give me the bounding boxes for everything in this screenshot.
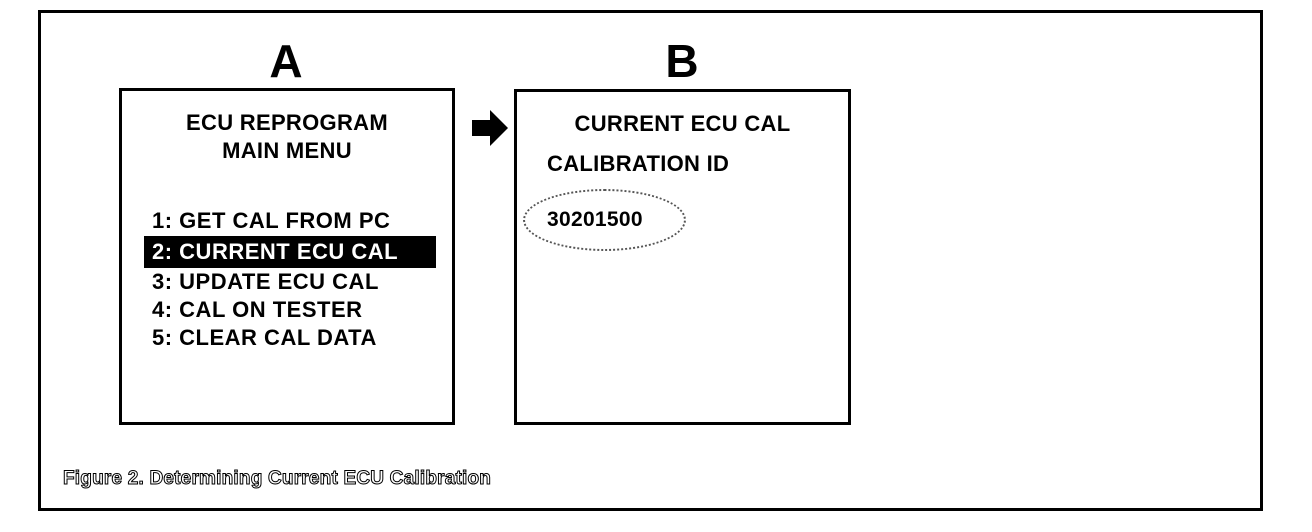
screen-b-title: CURRENT ECU CAL [574,111,791,136]
panel-a-letter: A [269,35,303,87]
right-arrow-icon [472,110,508,146]
screen-a-title-line1: ECU REPROGRAM [186,110,388,135]
menu-item-update-ecu-cal[interactable]: 3: UPDATE ECU CAL [152,269,379,294]
screen-a-title-line2: MAIN MENU [222,138,352,163]
highlight-oval [523,189,686,251]
figure-frame [38,10,1263,511]
main-menu-list: 1: GET CAL FROM PC 2: CURRENT ECU CAL 3:… [144,207,436,352]
panel-b-letter: B [665,35,699,87]
figure-caption: Figure 2. Determining Current ECU Calibr… [62,468,492,490]
menu-item-current-ecu-cal[interactable]: 2: CURRENT ECU CAL [144,236,436,268]
screen-a-main-menu: ECU REPROGRAM MAIN MENU 1: GET CAL FROM … [119,88,455,425]
calibration-id-value: 30201500 [547,208,643,231]
screen-b-current-ecu-cal: CURRENT ECU CAL CALIBRATION ID 30201500 [514,89,851,425]
calibration-id-label: CALIBRATION ID [547,151,730,176]
menu-item-get-cal-from-pc[interactable]: 1: GET CAL FROM PC [152,208,391,233]
menu-item-cal-on-tester[interactable]: 4: CAL ON TESTER [152,297,363,322]
menu-item-clear-cal-data[interactable]: 5: CLEAR CAL DATA [152,325,377,350]
